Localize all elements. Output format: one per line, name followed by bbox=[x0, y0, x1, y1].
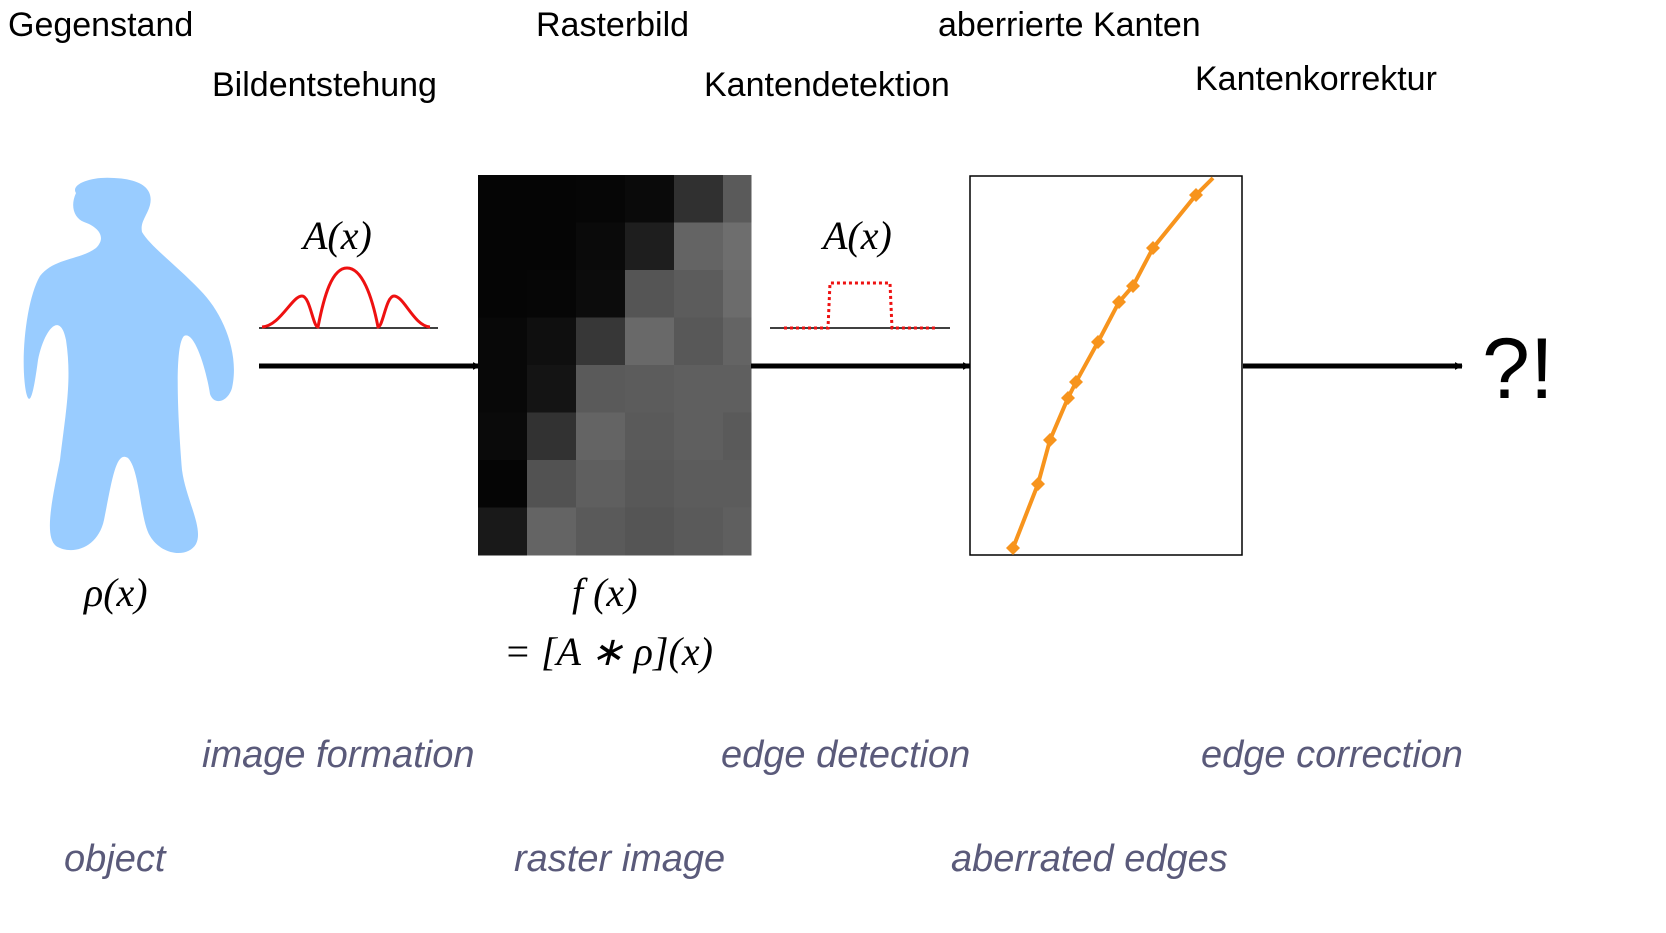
aberrated-edge-box bbox=[969, 175, 1243, 556]
raster-pixel bbox=[625, 365, 675, 413]
raster-pixel bbox=[527, 412, 577, 461]
raster-pixel bbox=[527, 270, 577, 318]
kernel-2-curve bbox=[784, 281, 936, 330]
edge-point-marker bbox=[1146, 241, 1160, 255]
raster-pixel bbox=[527, 507, 577, 556]
caption-object-en: object bbox=[64, 838, 166, 880]
edge-point-marker bbox=[1126, 279, 1140, 293]
raster-pixel bbox=[478, 175, 528, 223]
raster-pixel bbox=[576, 365, 626, 413]
convolution-label: = [A ∗ ρ](x) bbox=[504, 629, 713, 674]
raster-pixel bbox=[723, 507, 752, 556]
raster-pixel bbox=[674, 175, 724, 223]
raster-pixel bbox=[674, 270, 724, 318]
label-correction-de: Kantenkorrektur bbox=[1195, 60, 1437, 98]
kernel-1-label: A(x) bbox=[303, 213, 372, 258]
edge-point-marker bbox=[1031, 477, 1045, 491]
raster-pixel bbox=[478, 270, 528, 318]
raster-image bbox=[478, 175, 752, 556]
edge-point-marker bbox=[1043, 433, 1057, 447]
raster-pixel bbox=[674, 317, 724, 366]
raster-pixel bbox=[625, 175, 675, 223]
label-raster-de: Rasterbild bbox=[536, 6, 690, 44]
raster-pixel bbox=[478, 412, 528, 461]
label-aberrated-de: aberrierte Kanten bbox=[938, 6, 1201, 44]
caption-correction-en: edge correction bbox=[1201, 734, 1463, 776]
edge-point-marker bbox=[1061, 391, 1075, 405]
raster-pixel bbox=[625, 412, 675, 461]
rho-label: ρ(x) bbox=[84, 570, 148, 615]
raster-pixel bbox=[527, 175, 577, 223]
raster-pixel bbox=[625, 460, 675, 508]
raster-pixel bbox=[625, 317, 675, 366]
edge-point-marker bbox=[1091, 335, 1105, 349]
raster-pixel bbox=[527, 365, 577, 413]
raster-pixel bbox=[723, 460, 752, 508]
raster-pixel bbox=[576, 460, 626, 508]
raster-pixel bbox=[478, 365, 528, 413]
raster-pixel bbox=[674, 412, 724, 461]
result-label: ?! bbox=[1482, 321, 1554, 417]
label-formation-de: Bildentstehung bbox=[212, 66, 437, 104]
kernel-1-curve bbox=[261, 266, 431, 329]
caption-aberrated-en: aberrated edges bbox=[951, 838, 1228, 880]
raster-pixel bbox=[576, 412, 626, 461]
raster-pixel bbox=[576, 175, 626, 223]
edge-point-marker bbox=[1006, 541, 1020, 555]
raster-pixel bbox=[674, 365, 724, 413]
raster-pixel bbox=[625, 507, 675, 556]
raster-pixel bbox=[674, 222, 724, 271]
raster-pixel bbox=[478, 507, 528, 556]
raster-pixel bbox=[674, 460, 724, 508]
person-silhouette-icon bbox=[23, 177, 234, 554]
raster-pixel bbox=[478, 460, 528, 508]
raster-pixel bbox=[723, 222, 752, 271]
raster-pixel bbox=[527, 317, 577, 366]
caption-detection-en: edge detection bbox=[721, 734, 971, 776]
edge-point-marker bbox=[1189, 188, 1203, 202]
raster-pixel bbox=[674, 507, 724, 556]
caption-raster-en: raster image bbox=[514, 838, 726, 880]
f-label: f (x) bbox=[572, 570, 638, 615]
raster-pixel bbox=[625, 270, 675, 318]
raster-pixel bbox=[527, 222, 577, 271]
raster-pixel bbox=[723, 412, 752, 461]
edge-point-marker bbox=[1112, 295, 1126, 309]
raster-pixel bbox=[723, 365, 752, 413]
raster-pixel bbox=[625, 222, 675, 271]
label-object-de: Gegenstand bbox=[8, 6, 194, 44]
raster-pixel bbox=[478, 222, 528, 271]
raster-pixel bbox=[576, 222, 626, 271]
caption-formation-en: image formation bbox=[202, 734, 475, 776]
raster-pixel bbox=[527, 460, 577, 508]
label-detection-de: Kantendetektion bbox=[704, 66, 950, 104]
raster-pixel bbox=[478, 317, 528, 366]
kernel-2-label: A(x) bbox=[823, 213, 892, 258]
edge-point-marker bbox=[1069, 375, 1083, 389]
raster-pixel bbox=[576, 507, 626, 556]
raster-pixel bbox=[723, 270, 752, 318]
raster-pixel bbox=[576, 270, 626, 318]
edge-points bbox=[1006, 188, 1203, 555]
raster-pixel bbox=[576, 317, 626, 366]
raster-pixel bbox=[723, 317, 752, 366]
raster-pixel bbox=[723, 175, 752, 223]
